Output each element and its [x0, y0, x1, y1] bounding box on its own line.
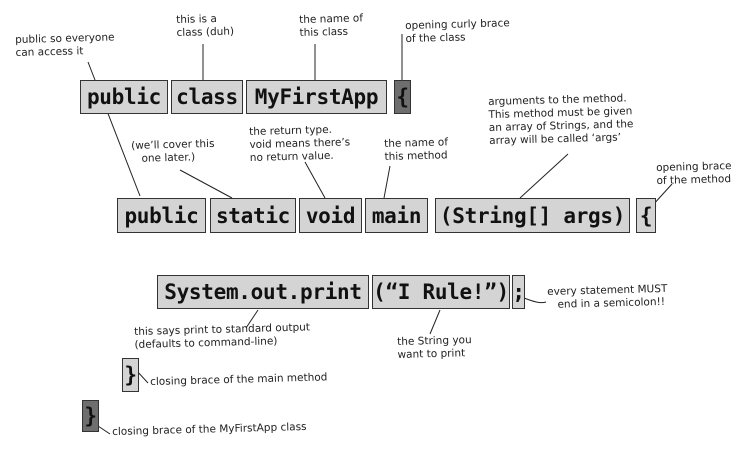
connector-method-name [383, 165, 391, 199]
connector-string-desc [429, 309, 441, 335]
code-method-public: public [117, 198, 206, 233]
code-class-keyword: class [171, 80, 243, 114]
code-semicolon: ; [512, 275, 525, 309]
connector-return-type [304, 161, 326, 199]
note-method-brace: opening brace of the method [656, 160, 732, 187]
connector-arguments [519, 153, 569, 199]
note-cover-later: (we’ll cover this one later.) [131, 137, 215, 165]
code-class-name: MyFirstApp [246, 80, 387, 114]
code-class-close-brace: } [82, 400, 99, 432]
connector-print-desc [245, 309, 259, 329]
note-string-description: the String you want to print [397, 334, 472, 361]
code-public-keyword: public [80, 80, 168, 114]
note-arguments: arguments to the method. This method mus… [488, 92, 634, 147]
code-print-argument: (“I Rule!”) [372, 275, 510, 309]
note-print-description: this says print to standard output (defa… [134, 321, 311, 351]
code-method-open-brace: { [636, 198, 656, 233]
code-print-call: System.out.print [157, 275, 369, 309]
code-method-close-brace: } [122, 358, 139, 392]
note-class-name: the name of this class [299, 12, 364, 39]
code-void-keyword: void [299, 198, 362, 233]
code-static-keyword: static [210, 198, 296, 233]
note-return-type: the return type. void means there’s no r… [249, 123, 351, 164]
note-class-brace: opening curly brace of the class [405, 17, 510, 45]
note-method-name: the name of this method [384, 136, 449, 163]
code-main-method-name: main [365, 198, 428, 233]
note-public-access: public so everyone can access it [15, 31, 115, 59]
code-class-open-brace: { [394, 80, 411, 114]
code-method-arguments: (String[] args) [435, 198, 630, 233]
note-semicolon-rule: every statement MUST end in a semicolon!… [547, 282, 668, 311]
note-class-keyword: this is a class (duh) [176, 12, 235, 39]
connector-cover-later [179, 169, 233, 199]
connector-semicolon [523, 297, 547, 304]
